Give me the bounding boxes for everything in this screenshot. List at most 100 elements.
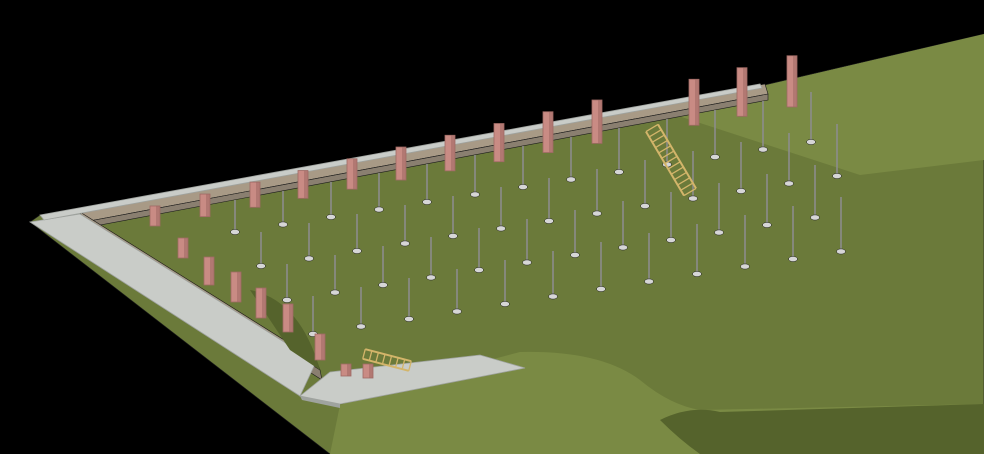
ladder-rung (645, 123, 659, 133)
ladder-rung (388, 355, 393, 366)
pole-footing (474, 267, 484, 273)
lower-ground-step (660, 404, 984, 454)
pole-footing (400, 240, 410, 247)
pole-footing (448, 233, 458, 239)
pole-footing (230, 229, 240, 235)
pole-footing (614, 169, 624, 175)
column-shade (369, 364, 373, 378)
column-shade (304, 170, 308, 199)
pole-footing (304, 255, 314, 262)
column-shade (402, 147, 406, 181)
pole-footing (762, 222, 772, 228)
ladder-rung (648, 129, 662, 138)
pole-footing (356, 323, 366, 330)
ladder-rung (664, 155, 678, 165)
ladder-rung (408, 360, 412, 372)
ladder-rung (670, 166, 684, 175)
ground-highlight (660, 34, 984, 175)
pole-footing (374, 206, 384, 213)
pole-footing (688, 195, 698, 202)
ladder-rung (680, 182, 694, 191)
column-shade (793, 55, 797, 107)
column-shade (347, 364, 351, 376)
column-shade (353, 158, 357, 190)
pole-footing (422, 199, 432, 205)
ladder-rung (661, 150, 675, 159)
pole-footing (806, 139, 816, 145)
ladder-rung (375, 352, 380, 363)
column-shade (743, 67, 747, 117)
pole-footing (666, 237, 676, 243)
pole-footing (452, 308, 462, 315)
pole-footing (592, 210, 602, 217)
column-shade (184, 238, 188, 258)
front-slab (299, 354, 526, 405)
ladder-rung (394, 357, 399, 368)
pole-footing (278, 221, 288, 228)
ladder-rung (667, 161, 681, 170)
column-shade (156, 205, 160, 226)
pole-footing (326, 214, 336, 220)
pole-footing (496, 225, 506, 232)
ladder-rung (368, 350, 373, 361)
column-group (149, 55, 798, 379)
ladder-rung (658, 145, 672, 154)
pole-footing (784, 180, 794, 187)
column-shade (206, 194, 210, 217)
column-shade (321, 334, 325, 360)
pole-footing (548, 293, 558, 300)
pole-footing (644, 278, 654, 285)
column-shade (289, 304, 293, 332)
ladder-rung (683, 187, 697, 197)
ladder-rung (655, 139, 668, 149)
pole-footing (518, 184, 528, 190)
pole-footing (710, 154, 720, 160)
ladder-rung (362, 348, 366, 360)
pole-footing (426, 274, 436, 281)
pole-footing (330, 289, 340, 296)
column-shade (598, 99, 602, 144)
pole-footing (256, 263, 266, 269)
pole-footing (522, 259, 532, 266)
ladder-rung (677, 177, 691, 186)
column-shade (695, 79, 699, 126)
column-shade (500, 123, 504, 162)
column-shade (262, 288, 266, 318)
column-shade (451, 135, 455, 171)
pole-footing (500, 301, 510, 307)
ladder-rung (381, 354, 386, 365)
pole-footing (736, 188, 746, 194)
pole-footing (282, 297, 292, 303)
pole-footing (788, 256, 798, 262)
pole-footing (692, 271, 702, 277)
pole-footing (740, 263, 750, 270)
pole-footing (352, 248, 362, 254)
pole-footing (544, 218, 554, 224)
pole-footing (404, 316, 414, 322)
pole-footing (758, 146, 768, 153)
ladder-rung (401, 359, 406, 370)
column-shade (210, 257, 214, 285)
ladder-rung (651, 134, 665, 143)
pole-footing (378, 282, 388, 288)
pole-footing (618, 244, 628, 251)
pole-footing (640, 203, 650, 209)
column-shade (256, 182, 260, 208)
pole-footing (714, 229, 724, 236)
pole-footing (836, 248, 846, 255)
pole-footing (570, 252, 580, 258)
column-shade (549, 111, 553, 153)
pole-footing (566, 176, 576, 183)
ladder-rung (674, 171, 687, 181)
front-slab-edge (300, 396, 340, 408)
pole-footing (832, 173, 842, 179)
column-shade (237, 272, 241, 302)
ladder-rail (365, 348, 412, 363)
pole-footing (810, 214, 820, 221)
ladder-front (362, 348, 412, 372)
ladder-rail (362, 357, 409, 372)
pole-footing (596, 286, 606, 292)
ladder-back (645, 123, 697, 197)
pole-footing (470, 191, 480, 198)
